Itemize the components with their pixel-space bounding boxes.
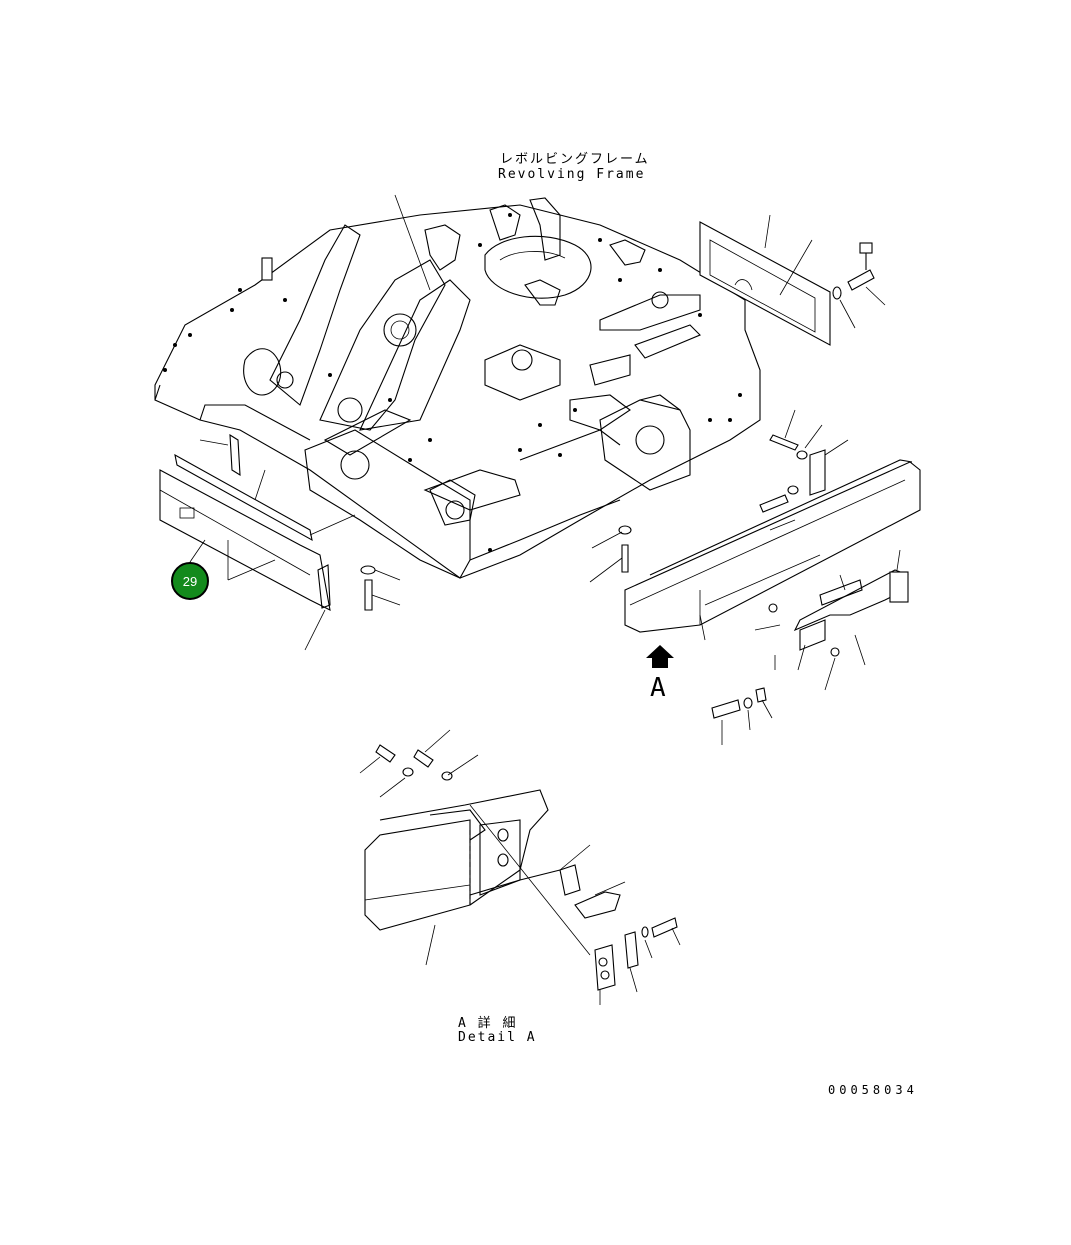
bolt-group-lower [711, 687, 767, 719]
left-side-cover [159, 433, 331, 611]
callout-number: 29 [182, 573, 198, 589]
frame-label-jp: レボルビングフレーム [500, 152, 650, 167]
detail-a-view [359, 729, 681, 1005]
bolt-group-upper-right [759, 242, 875, 513]
bracket-assembly [768, 569, 909, 657]
counterweight [624, 459, 921, 633]
view-arrow-icon [646, 645, 674, 668]
detail-label-en: Detail A [458, 1030, 537, 1045]
side-plate [699, 221, 831, 346]
leader-lines [189, 194, 901, 745]
detail-label-jp: A 詳 細 [458, 1016, 518, 1031]
drawing-number: 00058034 [828, 1083, 918, 1097]
frame-label-en: Revolving Frame [498, 167, 646, 182]
center-bolt-group [360, 525, 632, 611]
callout-badge-29[interactable]: 29 [171, 562, 209, 600]
revolving-frame [154, 197, 761, 579]
view-marker-label: A [650, 673, 666, 703]
